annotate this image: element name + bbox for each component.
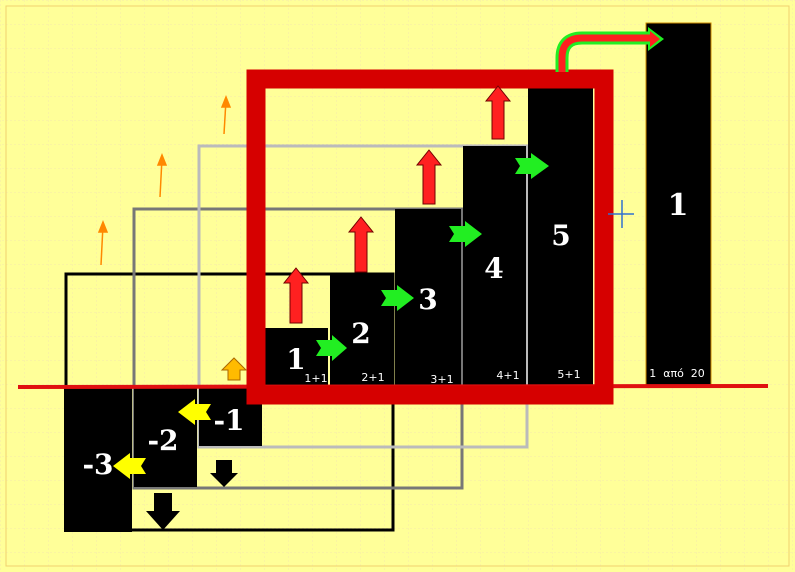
- up-arrow-4: [484, 85, 512, 140]
- result-bar-label: 1 από 20: [649, 367, 705, 380]
- right-arrow-1: [316, 335, 347, 361]
- left-arrow-1: [178, 399, 211, 425]
- up-arrow-1: [282, 267, 310, 324]
- positive-bar-4-label: 4+1: [496, 369, 519, 382]
- positive-bar-5-value: 5: [551, 219, 570, 252]
- positive-bar-4: [463, 146, 526, 386]
- negative-bar-1-value: -1: [213, 404, 244, 437]
- small-up-arrow: [220, 357, 248, 381]
- positive-bar-4-value: 4: [484, 252, 503, 285]
- negative-bar-3: [64, 387, 132, 532]
- right-arrow-4: [515, 153, 549, 179]
- up-arrows: [282, 85, 512, 324]
- left-arrows: [113, 399, 211, 479]
- positive-bar-3-label: 3+1: [430, 373, 453, 386]
- down-arrows: [146, 460, 238, 530]
- positive-bar-1-value: 1: [286, 343, 305, 376]
- up-arrow-3: [415, 149, 443, 205]
- positive-bar-5: [528, 88, 593, 386]
- frame-gray: [132, 207, 464, 490]
- crosshair-icon: [608, 200, 634, 228]
- negative-bar-3-value: -3: [82, 448, 113, 481]
- positive-bar-2-value: 2: [351, 317, 370, 350]
- right-arrow-2: [381, 285, 414, 311]
- transfer-arrow: [555, 27, 664, 72]
- positive-bar-3-value: 3: [418, 283, 437, 316]
- right-arrow-3: [449, 221, 482, 247]
- down-arrow-2: [146, 493, 180, 530]
- up-arrow-2: [347, 216, 375, 273]
- result-bar-value: 1: [668, 188, 689, 223]
- positive-bar-2-label: 2+1: [361, 371, 384, 384]
- result-bar: [645, 22, 712, 386]
- negative-bar-2: [134, 387, 197, 487]
- positive-bar-1-label: 1+1: [304, 372, 327, 385]
- down-arrow-1: [210, 460, 238, 487]
- left-arrow-2: [113, 453, 146, 479]
- page-border: [5, 5, 790, 567]
- positive-bar-2: [330, 274, 393, 386]
- positive-bar-5-label: 5+1: [557, 368, 580, 381]
- frame-light-gray: [197, 144, 529, 449]
- highlight-frame: [246, 69, 614, 405]
- right-arrows: [316, 153, 549, 361]
- positive-bar-1: [265, 328, 328, 386]
- orange-arrows: [97, 94, 232, 266]
- negative-bar-2-value: -2: [147, 424, 178, 457]
